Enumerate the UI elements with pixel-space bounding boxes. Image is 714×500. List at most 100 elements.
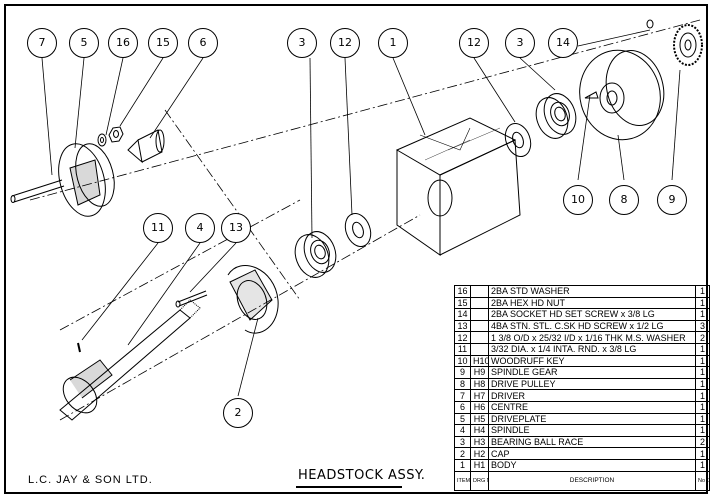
row-qty: 1 [695,285,710,298]
row-drg-no [470,308,489,321]
leader-lines [41,29,681,397]
row-drg-no: H2 [470,447,489,460]
row-qty: 2 [695,435,710,449]
balloon-2: 2 [223,398,253,428]
row-description: DRIVER [488,389,696,402]
bearing-right-part [535,93,577,139]
row-description: SPINDLE [488,424,696,437]
row-qty: 1 [695,389,710,402]
csk-screw-part [175,290,208,308]
row-drg-no: H8 [470,377,489,391]
balloon-11: 11 [143,213,173,243]
centre-lines [29,19,701,421]
washer-right-part [504,123,532,157]
row-item-no: 4 [454,424,471,437]
balloon-9: 9 [657,185,687,215]
balloon-5: 5 [69,28,99,58]
spindle-gear-part [673,24,703,66]
row-description: BEARING BALL RACE [488,435,696,449]
row-item-no: 16 [454,285,471,298]
row-item-no: 7 [454,389,471,402]
row-qty: 1 [695,366,710,379]
header-item-no: ITEM No [454,470,471,491]
washer-nut-parts [97,126,124,147]
balloon-3-right: 3 [505,28,535,58]
balloon-6: 6 [188,28,218,58]
row-description: SPINDLE GEAR [488,366,696,379]
body-part [395,117,521,256]
row-item-no: 3 [454,435,471,449]
woodruff-key-part [584,91,599,99]
parts-list-header: ITEM No DRG No DESCRIPTION No OFF [454,470,710,491]
row-qty: 2 [695,331,710,344]
drive-pulley-part [579,49,665,141]
row-drg-no: H9 [470,366,489,379]
row-item-no: 13 [454,319,471,333]
row-qty: 1 [695,296,710,310]
row-drg-no [470,285,489,298]
row-drg-no: H5 [470,412,489,426]
drawing-title: HEADSTOCK ASSY. [298,468,426,483]
row-qty: 1 [695,447,710,460]
row-description: 3/32 DIA. x 1/4 INTA. RND. x 3/8 LG [488,342,696,356]
row-description: 2BA HEX HD NUT [488,296,696,310]
header-no-off: No OFF [695,470,710,491]
row-description: BODY [488,458,696,472]
row-drg-no: H7 [470,389,489,402]
balloon-4: 4 [185,213,215,243]
row-qty: 1 [695,377,710,391]
washer-left-part [344,213,372,247]
balloon-10: 10 [563,185,593,215]
row-description: 4BA STN. STL. C.SK HD SCREW x 1/2 LG [488,319,696,333]
row-item-no: 1 [454,458,471,472]
row-description: DRIVE PULLEY [488,377,696,391]
row-drg-no [470,319,489,333]
row-drg-no [470,296,489,310]
driver-part [10,179,65,203]
row-qty: 1 [695,308,710,321]
driveplate-part [58,143,115,217]
row-description: 2BA STD WASHER [488,285,696,298]
balloon-3-left: 3 [287,28,317,58]
company-name: L.C. JAY & SON LTD. [28,474,153,486]
balloon-13: 13 [221,213,251,243]
balloon-14: 14 [548,28,578,58]
row-description: CAP [488,447,696,460]
centre-part [127,129,165,164]
header-description: DESCRIPTION [488,470,696,491]
row-qty: 1 [695,424,710,437]
row-qty: 1 [695,342,710,356]
balloon-1: 1 [378,28,408,58]
balloon-15: 15 [148,28,178,58]
row-item-no: 15 [454,296,471,310]
header-drg-no: DRG No [470,470,489,491]
row-item-no: 11 [454,342,471,356]
row-description: DRIVEPLATE [488,412,696,426]
row-item-no: 9 [454,366,471,379]
row-description: CENTRE [488,400,696,414]
pin-part [77,342,81,353]
row-item-no: 5 [454,412,471,426]
balloon-16: 16 [108,28,138,58]
row-drg-no [470,342,489,356]
row-drg-no: H3 [470,435,489,449]
row-item-no: 2 [454,447,471,460]
drawing-border [4,4,708,494]
row-description: WOODRUFF KEY [488,354,696,368]
